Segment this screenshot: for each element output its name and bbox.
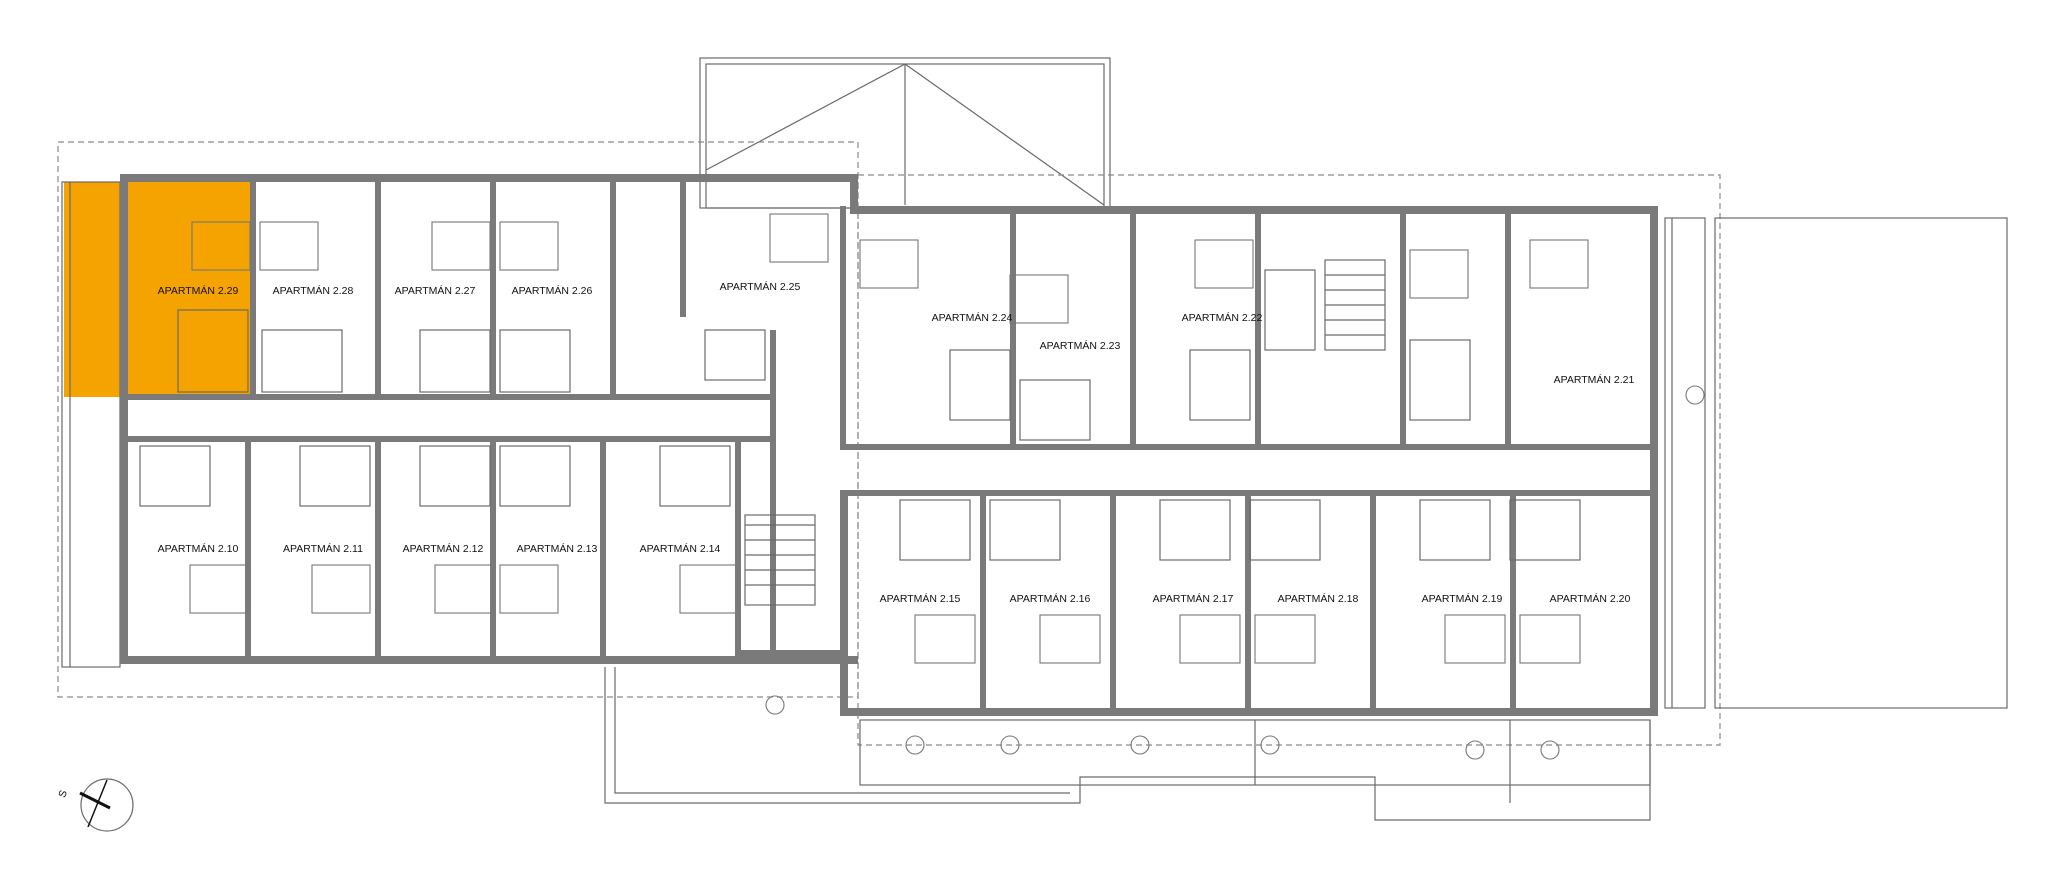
stairs (744, 259, 1386, 606)
apartment-label-2-16: APARTMÁN 2.16 (1010, 592, 1091, 605)
north-arrow-icon: S (56, 778, 134, 832)
apartment-label-2-20: APARTMÁN 2.20 (1550, 592, 1631, 605)
bottom-terraces (604, 667, 1651, 821)
apartment-label-2-21: APARTMÁN 2.21 (1554, 373, 1635, 386)
apartment-label-2-12: APARTMÁN 2.12 (403, 542, 484, 555)
roof-outline (699, 57, 1111, 209)
apartment-label-2-13: APARTMÁN 2.13 (517, 542, 598, 555)
apartment-label-2-18: APARTMÁN 2.18 (1278, 592, 1359, 605)
apartment-2-29-highlight (64, 182, 252, 397)
north-arrow-letter: S (56, 789, 70, 800)
apartment-label-2-26: APARTMÁN 2.26 (512, 284, 593, 297)
apartment-label-2-28: APARTMÁN 2.28 (273, 284, 354, 297)
apartment-label-2-17: APARTMÁN 2.17 (1153, 592, 1234, 605)
elevator-icon (704, 269, 1316, 381)
right-terrace (1664, 217, 2008, 709)
apartment-label-2-14: APARTMÁN 2.14 (640, 542, 721, 555)
terrace-tables (765, 385, 1705, 760)
corridor-walls (120, 206, 1658, 650)
overhang-lines (57, 141, 1721, 746)
apartment-label-2-15: APARTMÁN 2.15 (880, 592, 961, 605)
bathrooms (139, 309, 1581, 561)
apartment-label-2-22: APARTMÁN 2.22 (1182, 311, 1263, 324)
apartment-label-2-23: APARTMÁN 2.23 (1040, 339, 1121, 352)
partition-walls (245, 182, 1516, 708)
apartment-label-2-19: APARTMÁN 2.19 (1422, 592, 1503, 605)
apartment-label-2-11: APARTMÁN 2.11 (283, 542, 363, 555)
apartment-labels: APARTMÁN 2.29 APARTMÁN 2.28 APARTMÁN 2.2… (158, 280, 1635, 605)
beds (189, 213, 1589, 664)
apartment-label-2-25: APARTMÁN 2.25 (720, 280, 801, 293)
apartment-label-2-29: APARTMÁN 2.29 (158, 284, 239, 297)
exterior-walls (120, 174, 1658, 716)
apartment-label-2-10: APARTMÁN 2.10 (158, 542, 239, 555)
apartment-label-2-27: APARTMÁN 2.27 (395, 284, 476, 297)
apartment-label-2-24: APARTMÁN 2.24 (932, 311, 1013, 324)
